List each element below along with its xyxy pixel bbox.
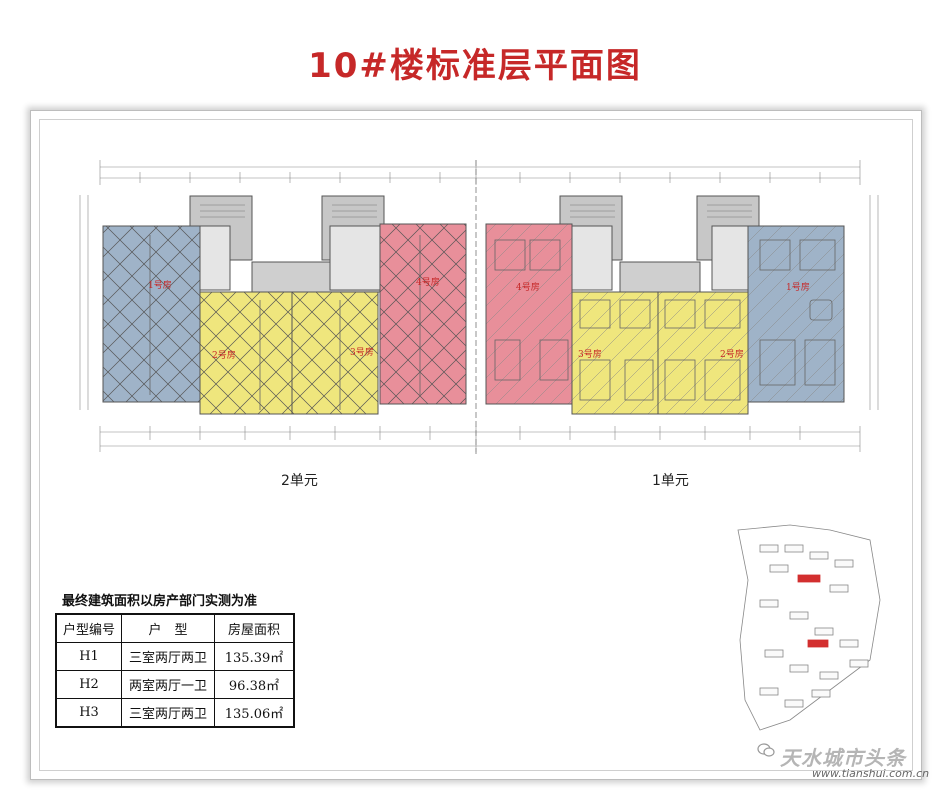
unit1-apartments [485, 223, 845, 415]
table-header-cell: 户 型 [121, 613, 216, 643]
table-row: H2 两室两厅一卫 96.38㎡ [55, 670, 295, 699]
interior-partitions [149, 235, 836, 410]
top-dimension-lines [99, 160, 861, 185]
page-title: 10#楼标准层平面图 [308, 46, 642, 86]
unit2-label: 2单元 [281, 473, 318, 489]
unit2-apartments [102, 223, 467, 415]
plan-frame-inner [39, 119, 913, 771]
table-header-cell: 房屋面积 [214, 613, 295, 643]
bottom-dimension-lines [99, 426, 861, 452]
table-row: H1 三室两厅两卫 135.39㎡ [55, 642, 295, 671]
room-label-unit1-4: 4号房 [516, 281, 540, 293]
table-cell: 135.06㎡ [214, 698, 295, 728]
table-cell: 三室两厅两卫 [121, 698, 216, 728]
wechat-icon [757, 743, 775, 757]
room-label-unit2-3: 3号房 [350, 346, 374, 358]
table-header-cell: 户型编号 [55, 613, 123, 643]
unit-area-table: 户型编号 户 型 房屋面积 H1 三室两厅两卫 135.39㎡ H2 两室两厅一… [55, 613, 296, 728]
table-cell: H2 [55, 670, 123, 699]
circulation-cores [189, 195, 760, 293]
table-cell: 135.39㎡ [214, 642, 295, 671]
site-plan-map [737, 524, 881, 731]
area-note: 最终建筑面积以房产部门实测为准 [62, 594, 258, 609]
table-cell: H1 [55, 642, 123, 671]
unit1-label: 1单元 [652, 473, 689, 489]
table-cell: 三室两厅两卫 [121, 642, 216, 671]
side-dimension-lines [79, 195, 879, 410]
room-label-unit2-1: 1号房 [148, 279, 172, 291]
table-cell: 96.38㎡ [214, 670, 295, 699]
room-label-unit2-4: 4号房 [416, 276, 440, 288]
table-cell: 两室两厅一卫 [121, 670, 216, 699]
room-label-unit1-3: 3号房 [578, 348, 602, 360]
room-label-unit2-2: 2号房 [212, 349, 236, 361]
table-header-row: 户型编号 户 型 房屋面积 [55, 613, 295, 643]
watermark-text: 天水城市头条 [780, 746, 906, 770]
watermark-url: www.tianshui.com.cn [812, 767, 930, 780]
room-label-unit1-2: 2号房 [720, 348, 744, 360]
table-cell: H3 [55, 698, 123, 728]
room-label-unit1-1: 1号房 [786, 281, 810, 293]
table-row: H3 三室两厅两卫 135.06㎡ [55, 698, 295, 728]
